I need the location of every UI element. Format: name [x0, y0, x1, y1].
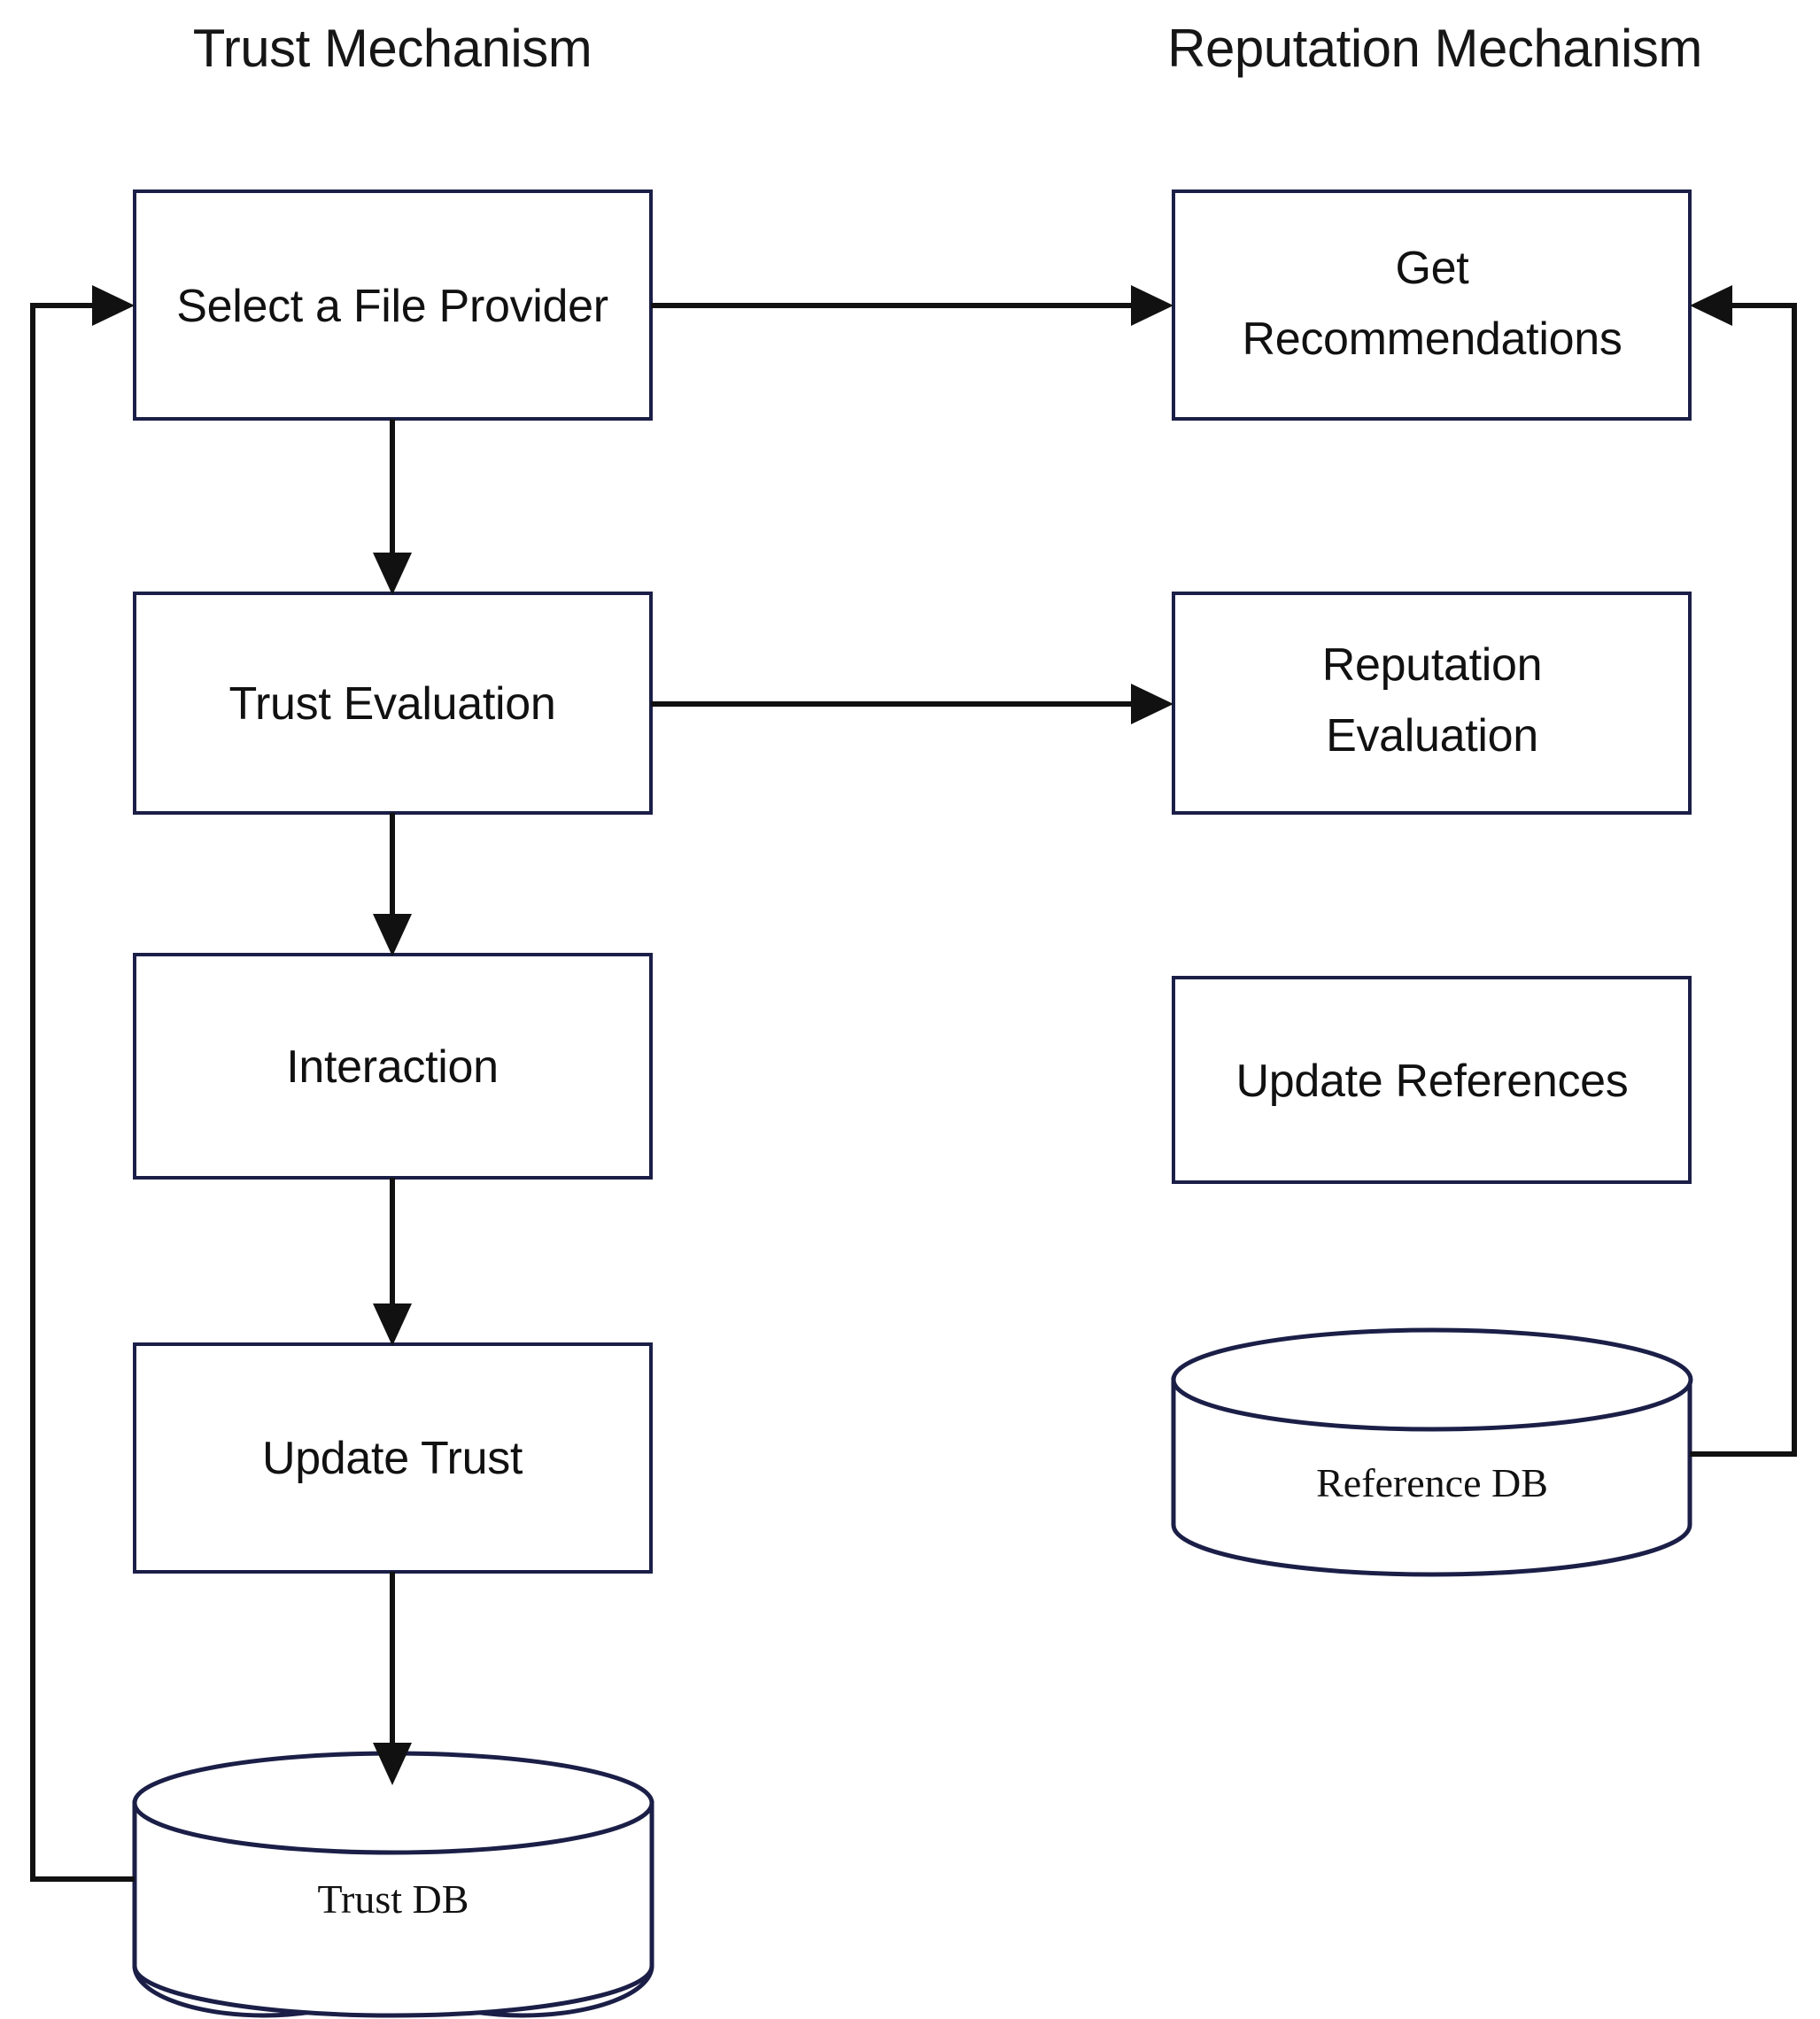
node-reference-db[interactable]: Reference DB [1171, 1327, 1693, 1577]
arrowhead-down-4 [373, 1743, 412, 1785]
column-heading-trust-mechanism: Trust Mechanism [193, 19, 592, 78]
node-get-recommendations[interactable]: Get Recommendations [1172, 190, 1692, 421]
node-label-update-trust: Update Trust [262, 1433, 523, 1484]
arrowhead-down-1 [373, 553, 412, 595]
node-label-update-references: Update References [1236, 1056, 1629, 1107]
arrowhead-down-2 [373, 914, 412, 956]
node-label-reputation-evaluation-line1: Reputation [1322, 639, 1543, 691]
node-label-select-file-provider: Select a File Provider [176, 281, 608, 332]
node-label-reference-db: Reference DB [1316, 1460, 1548, 1505]
edge-reference-db-feedback-loop [1690, 285, 1797, 1457]
node-select-file-provider[interactable]: Select a File Provider [133, 190, 653, 421]
arrowhead-left-feedback-right [1690, 285, 1732, 326]
node-update-trust[interactable]: Update Trust [133, 1342, 653, 1574]
node-update-references[interactable]: Update References [1172, 976, 1692, 1184]
node-box-get-recommendations [1172, 190, 1692, 421]
edge-trust-db-feedback-loop [30, 285, 135, 1882]
edge-select-to-trust-evaluation [373, 419, 412, 595]
db-cylinder-shell-reference-db [1171, 1377, 1692, 1577]
node-box-reputation-evaluation [1172, 592, 1692, 815]
node-box-update-trust [133, 1342, 653, 1574]
node-label-trust-evaluation: Trust Evaluation [228, 678, 555, 730]
node-box-trust-evaluation [133, 592, 653, 815]
arrowhead-right-2 [1131, 684, 1173, 724]
node-label-reputation-evaluation-line2: Evaluation [1326, 710, 1538, 762]
edge-select-to-get-recommendations [651, 285, 1173, 326]
column-heading-reputation-mechanism: Reputation Mechanism [1167, 19, 1702, 78]
edge-interaction-to-update-trust [373, 1178, 412, 1346]
node-label-trust-db: Trust DB [318, 1876, 469, 1922]
arrowhead-right-1 [1131, 285, 1173, 326]
db-cylinder-shell-trust-db [132, 1800, 654, 2018]
db-cylinder-top-reference-db [1171, 1327, 1693, 1432]
node-reputation-evaluation[interactable]: Reputation Evaluation [1172, 592, 1692, 815]
node-interaction[interactable]: Interaction [133, 953, 653, 1180]
edge-trust-evaluation-to-interaction [373, 813, 412, 956]
node-label-get-recommendations-line2: Recommendations [1242, 313, 1622, 365]
node-label-interaction: Interaction [286, 1041, 499, 1093]
node-trust-evaluation[interactable]: Trust Evaluation [133, 592, 653, 815]
arrowhead-down-3 [373, 1303, 412, 1346]
node-label-get-recommendations-line1: Get [1396, 243, 1470, 294]
node-trust-db[interactable]: Trust DB [132, 1751, 654, 2018]
arrowhead-right-feedback-left [92, 285, 135, 326]
edge-trust-evaluation-to-reputation-evaluation [651, 684, 1173, 724]
edge-update-trust-to-trust-db [373, 1572, 412, 1785]
node-box-update-references [1172, 976, 1692, 1184]
node-box-select-file-provider [133, 190, 653, 421]
